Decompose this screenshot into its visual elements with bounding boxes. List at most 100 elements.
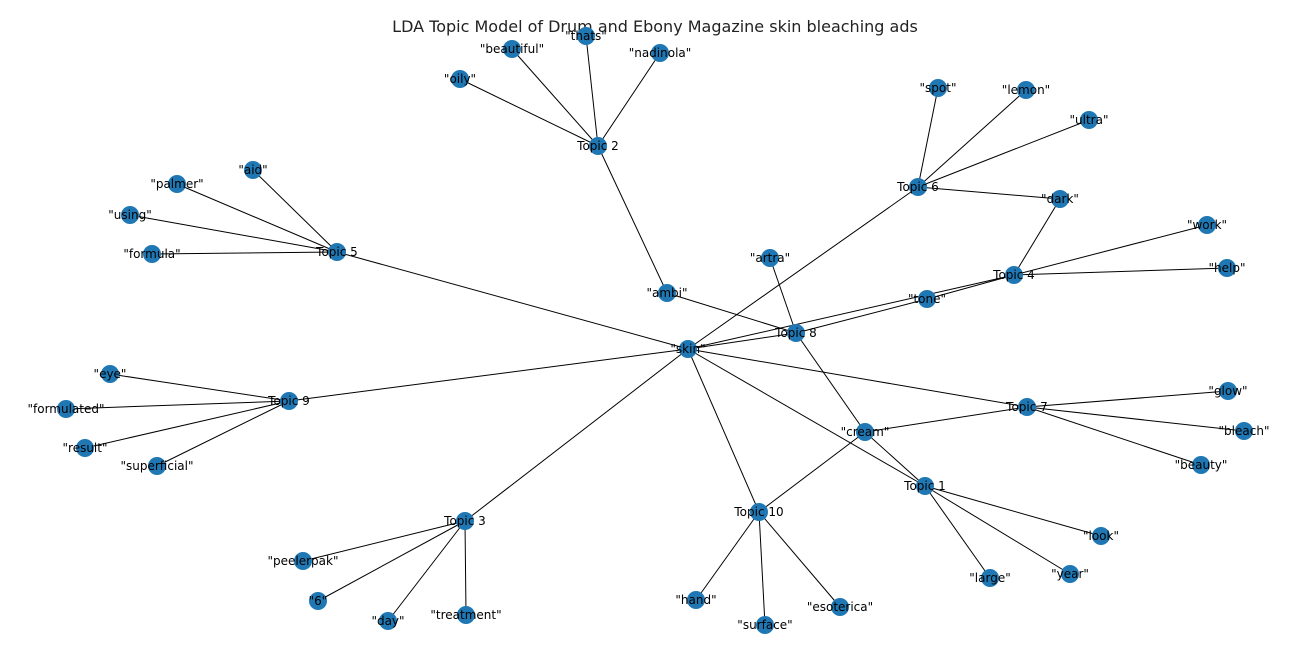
node-label-skin: "skin" (670, 342, 705, 356)
node-beautiful (503, 40, 521, 58)
node-beauty (1192, 456, 1210, 474)
node-treatment (457, 606, 475, 624)
edge-t3-treatment (464, 520, 467, 616)
node-label-aid: "aid" (238, 163, 267, 177)
edge-t9-superficial (156, 400, 290, 467)
node-skin (679, 340, 697, 358)
node-t2 (589, 137, 607, 155)
node-aid (244, 161, 262, 179)
page-title: LDA Topic Model of Drum and Ebony Magazi… (392, 17, 918, 36)
node-label-using: "using" (108, 208, 151, 222)
node-label-year: "year" (1051, 567, 1089, 581)
nodes-layer (57, 27, 1253, 634)
edge-t10-hand (695, 511, 760, 601)
edge-t7-skin (687, 348, 1028, 408)
edge-t1-cream (864, 431, 926, 487)
node-work (1198, 216, 1216, 234)
edge-t8-artra (769, 257, 797, 334)
node-lemon (1017, 81, 1035, 99)
node-t6 (909, 178, 927, 196)
node-label-glow: "glow" (1208, 384, 1247, 398)
node-tone (918, 290, 936, 308)
node-label-thats: "thats" (565, 29, 607, 43)
node-label-ambi: "ambi" (646, 286, 687, 300)
node-label-palmer: "palmer" (150, 177, 203, 191)
edge-t9-skin (288, 348, 689, 402)
node-bleach (1235, 422, 1253, 440)
node-label-formula: "formula" (123, 247, 180, 261)
edge-t3-skin (464, 348, 689, 522)
edge-t10-skin (687, 348, 760, 513)
node-t9 (280, 392, 298, 410)
node-label-day: "day" (371, 614, 404, 628)
edge-t2-beautiful (511, 48, 599, 147)
node-t5 (328, 243, 346, 261)
edge-t10-cream (758, 431, 866, 513)
node-spot (929, 79, 947, 97)
node-year (1061, 565, 1079, 583)
node-ultra (1080, 111, 1098, 129)
edge-t4-work (1013, 224, 1208, 276)
node-label-bleach: "bleach" (1219, 424, 1270, 438)
edge-t5-skin (336, 251, 689, 350)
edge-t9-result (84, 400, 290, 449)
edge-t5-palmer (176, 183, 338, 253)
edge-t8-tone (795, 298, 928, 334)
node-label-hand: "hand" (675, 593, 716, 607)
edge-t9-formulated (65, 400, 290, 410)
edge-t5-using (129, 214, 338, 253)
node-eye (101, 365, 119, 383)
node-six (309, 592, 327, 610)
edge-t10-surface (758, 511, 766, 626)
edge-t4-help (1013, 267, 1228, 276)
edge-t7-cream (864, 406, 1028, 433)
node-label-spot: "spot" (920, 81, 957, 95)
node-glow (1219, 382, 1237, 400)
node-label-six: "6" (309, 594, 328, 608)
node-superficial (148, 457, 166, 475)
node-label-t9: Topic 9 (267, 394, 310, 408)
node-label-t4: Topic 4 (992, 268, 1035, 282)
edge-t8-ambi (666, 292, 797, 334)
edge-t7-beauty (1026, 406, 1202, 466)
edge-t5-aid (252, 169, 338, 253)
node-label-esoterica: "esoterica" (807, 600, 873, 614)
node-oily (451, 70, 469, 88)
node-label-dark: "dark" (1041, 192, 1079, 206)
node-day (379, 612, 397, 630)
edge-t4-tone (926, 274, 1015, 300)
node-artra (761, 249, 779, 267)
node-t1 (916, 477, 934, 495)
edge-t3-peelerpak (302, 520, 466, 562)
node-result (76, 439, 94, 457)
node-using (121, 206, 139, 224)
node-cream (856, 423, 874, 441)
node-look (1092, 527, 1110, 545)
edge-t10-esoterica (758, 511, 841, 608)
node-help (1218, 259, 1236, 277)
edge-t9-eye (109, 373, 290, 402)
node-esoterica (831, 598, 849, 616)
edge-t8-cream (795, 332, 866, 433)
node-label-artra: "artra" (750, 251, 790, 265)
node-label-result: "result" (63, 441, 108, 455)
edge-t8-skin (687, 332, 797, 350)
node-t4 (1005, 266, 1023, 284)
node-label-nadinola: "nadinola" (629, 46, 692, 60)
node-t3 (456, 512, 474, 530)
edge-t2-oily (459, 78, 599, 147)
node-label-t2: Topic 2 (576, 139, 619, 153)
edge-t1-look (924, 485, 1102, 537)
node-label-t6: Topic 6 (896, 180, 939, 194)
edge-t6-skin (687, 186, 919, 350)
node-palmer (168, 175, 186, 193)
node-label-surface: "surface" (737, 618, 792, 632)
edge-t3-day (387, 520, 466, 622)
node-label-treatment: "treatment" (430, 608, 501, 622)
node-t7 (1018, 398, 1036, 416)
edge-t7-bleach (1026, 406, 1245, 432)
node-ambi (658, 284, 676, 302)
node-label-beautiful: "beautiful" (480, 42, 544, 56)
node-dark (1051, 190, 1069, 208)
